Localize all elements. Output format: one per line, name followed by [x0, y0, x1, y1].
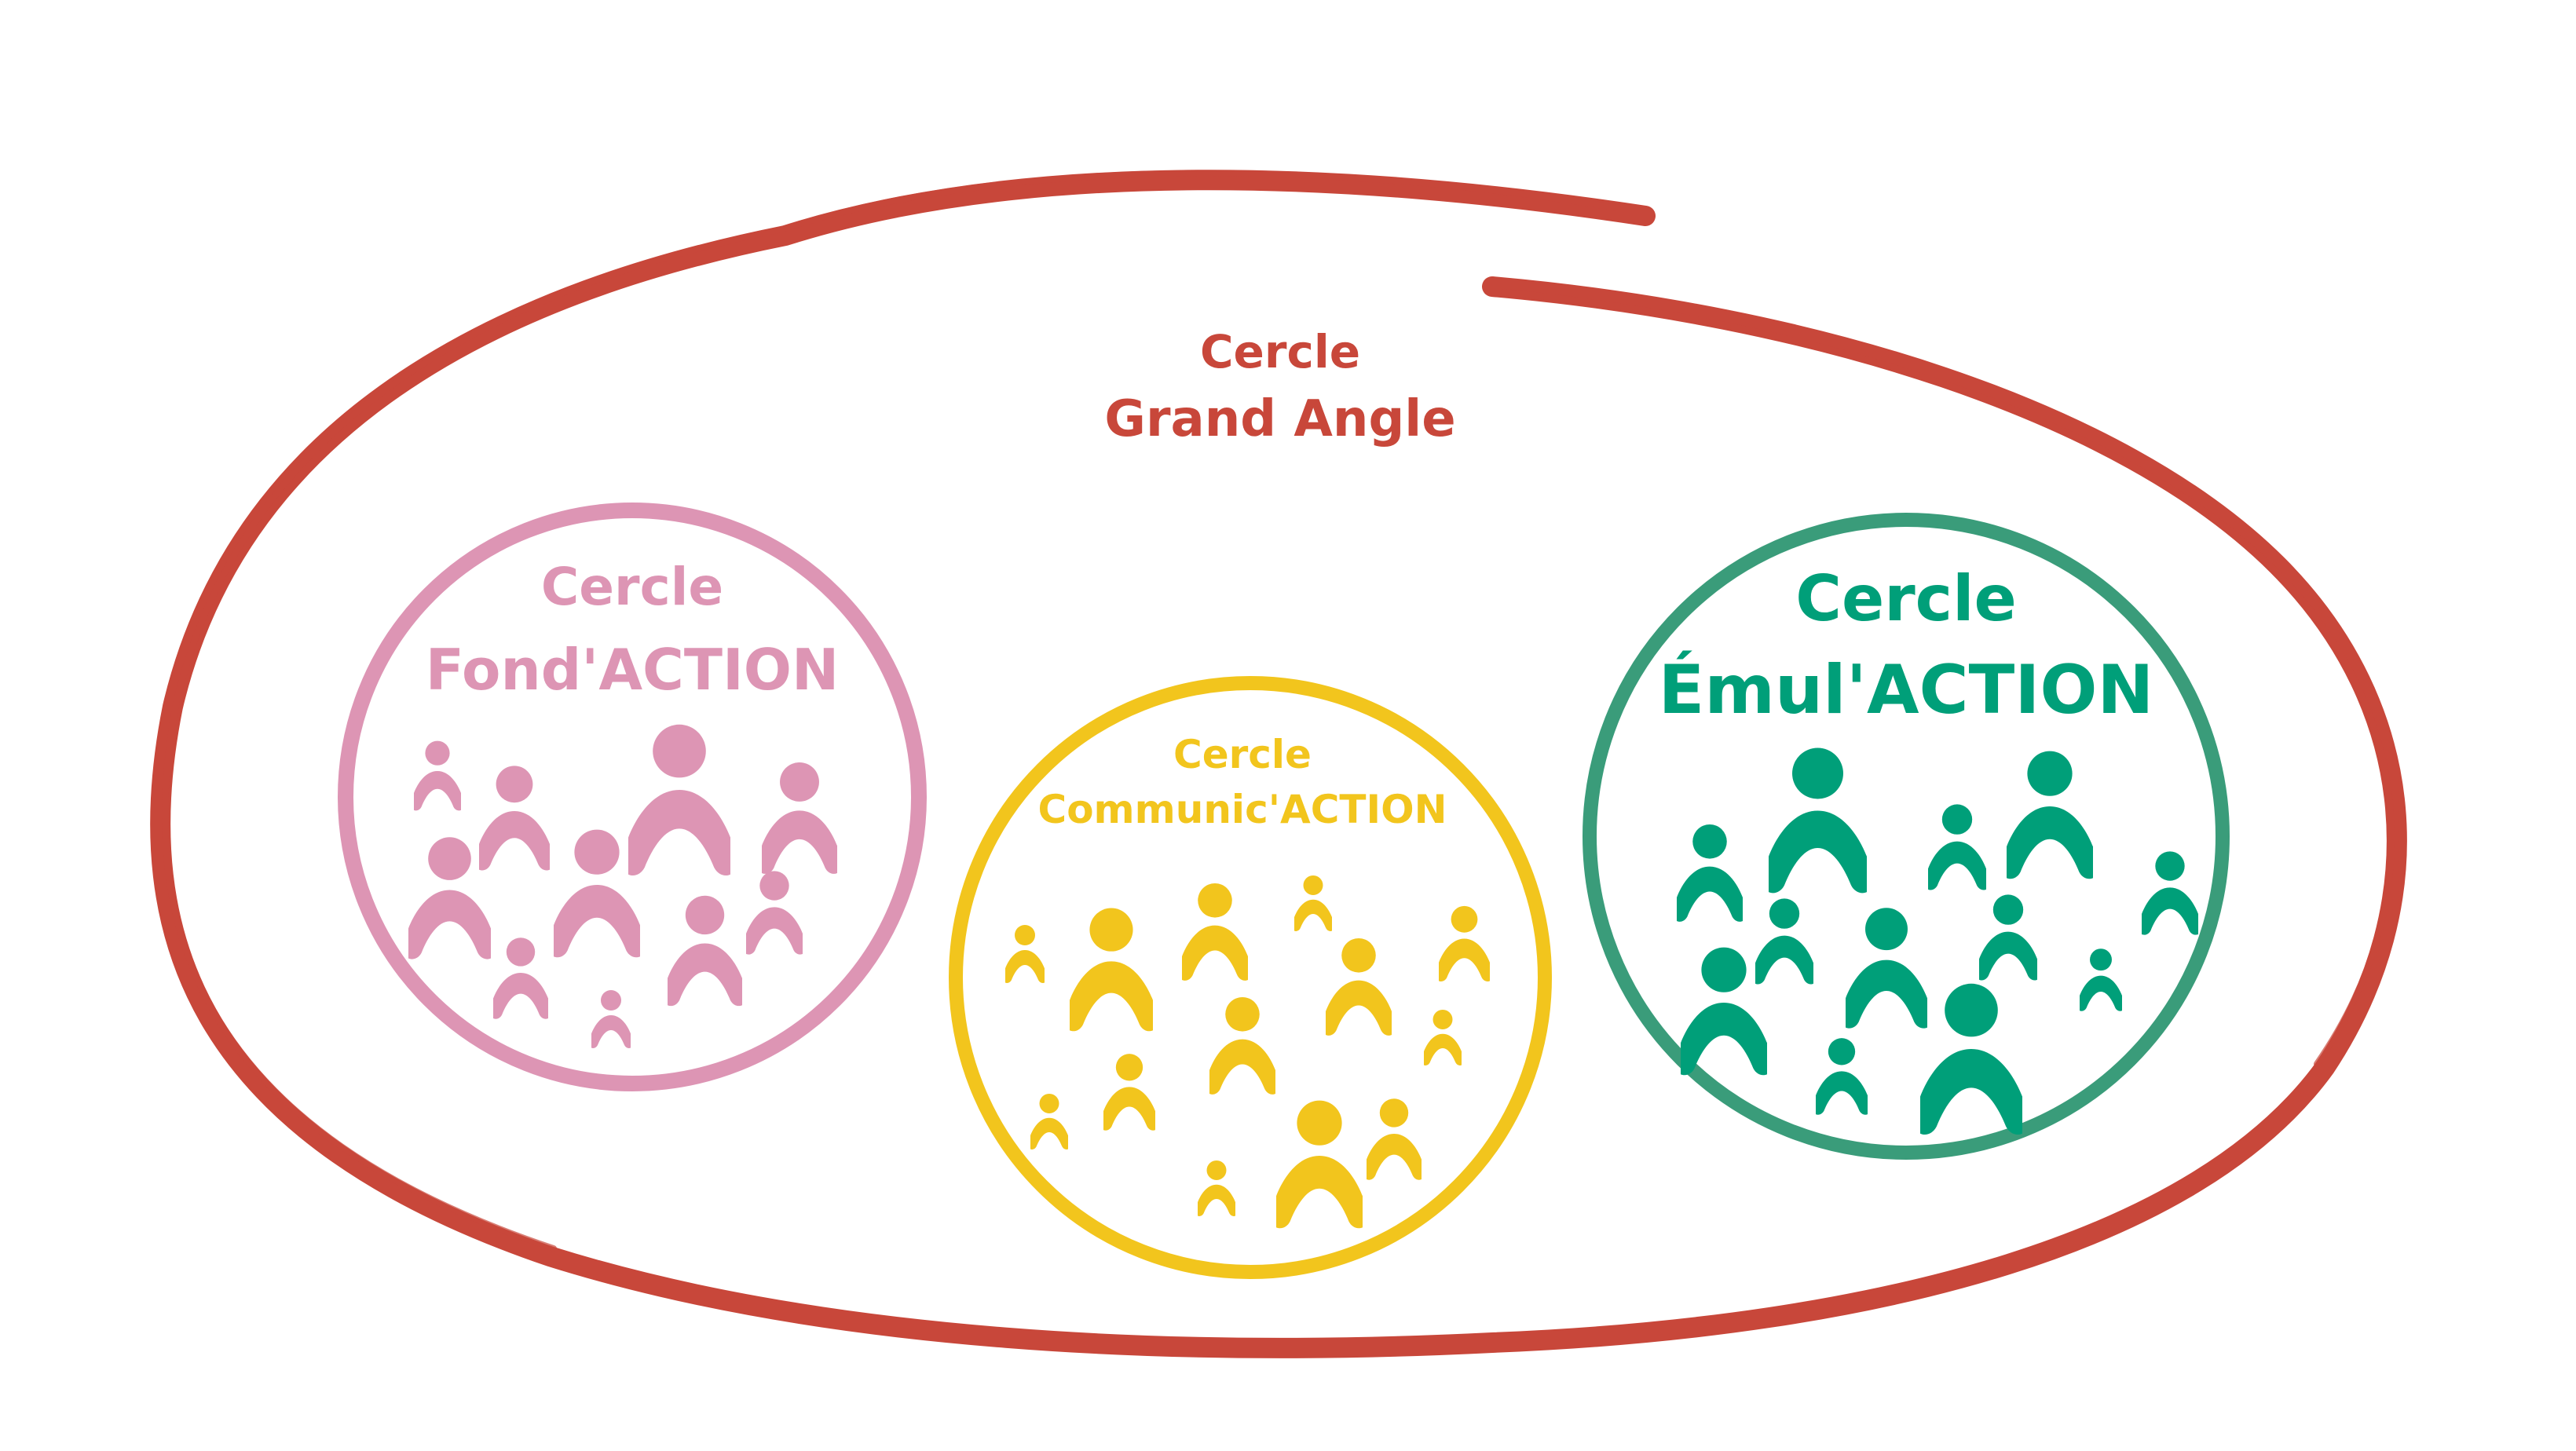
- person-icon: [1846, 908, 1927, 1029]
- person-icon: [1769, 747, 1867, 894]
- person-icon: [1294, 875, 1332, 931]
- person-icon: [1755, 898, 1813, 985]
- person-icon: [414, 740, 461, 811]
- people-group-communic: [1005, 875, 1490, 1229]
- person-icon: [1424, 1009, 1462, 1065]
- circle-fond-action: Cercle Fond'ACTION: [338, 503, 927, 1091]
- circle-emul-title-line2: Émul'ACTION: [1659, 650, 2154, 729]
- circle-communic-title-line1: Cercle: [1173, 732, 1312, 777]
- circle-communic-action: Cercle Communic'ACTION: [949, 676, 1552, 1279]
- circle-fond-ring: [338, 503, 927, 1091]
- person-icon: [591, 990, 631, 1048]
- person-icon: [1928, 804, 1986, 890]
- person-icon: [1326, 938, 1392, 1036]
- person-icon: [493, 937, 548, 1019]
- person-icon: [1367, 1098, 1422, 1180]
- people-group-fond: [408, 724, 837, 1048]
- person-icon: [1920, 983, 2022, 1135]
- person-icon: [2142, 851, 2198, 935]
- outer-circle-stroke: [150, 170, 2407, 1358]
- person-icon: [2007, 751, 2093, 879]
- person-icon: [746, 871, 803, 955]
- person-icon: [1198, 1160, 1235, 1216]
- person-icon: [762, 762, 837, 874]
- person-icon: [1677, 824, 1743, 922]
- person-icon: [1103, 1054, 1155, 1131]
- circle-communic-ring: [949, 676, 1552, 1279]
- person-icon: [1816, 1038, 1868, 1115]
- person-icon: [1276, 1100, 1363, 1229]
- circle-fond-title-line1: Cercle: [541, 557, 723, 617]
- person-icon: [1209, 997, 1275, 1095]
- person-icon: [1182, 883, 1248, 981]
- outer-circle-title-line1: Cercle: [1200, 325, 1360, 378]
- outer-circle-title-line2: Grand Angle: [1104, 390, 1455, 448]
- outer-circle-grand-angle: [150, 170, 2407, 1358]
- person-icon: [1439, 905, 1490, 982]
- circle-fond-title-line2: Fond'ACTION: [426, 637, 840, 703]
- circle-emul-ring: [1583, 513, 2230, 1160]
- person-icon: [1070, 908, 1153, 1032]
- person-icon: [1030, 1093, 1068, 1149]
- person-icon: [1979, 894, 2037, 981]
- circle-emul-title-line1: Cercle: [1795, 562, 2017, 635]
- person-icon: [628, 724, 730, 876]
- circle-communic-title-line2: Communic'ACTION: [1038, 787, 1447, 832]
- outer-circle-overdraw: [1501, 289, 2395, 1067]
- person-icon: [1005, 925, 1045, 983]
- person-icon: [479, 766, 550, 871]
- outer-circle-overdraw: [162, 170, 1621, 1252]
- circle-emul-action: Cercle Émul'ACTION: [1583, 513, 2230, 1160]
- person-icon: [668, 895, 742, 1007]
- person-icon: [2080, 948, 2122, 1011]
